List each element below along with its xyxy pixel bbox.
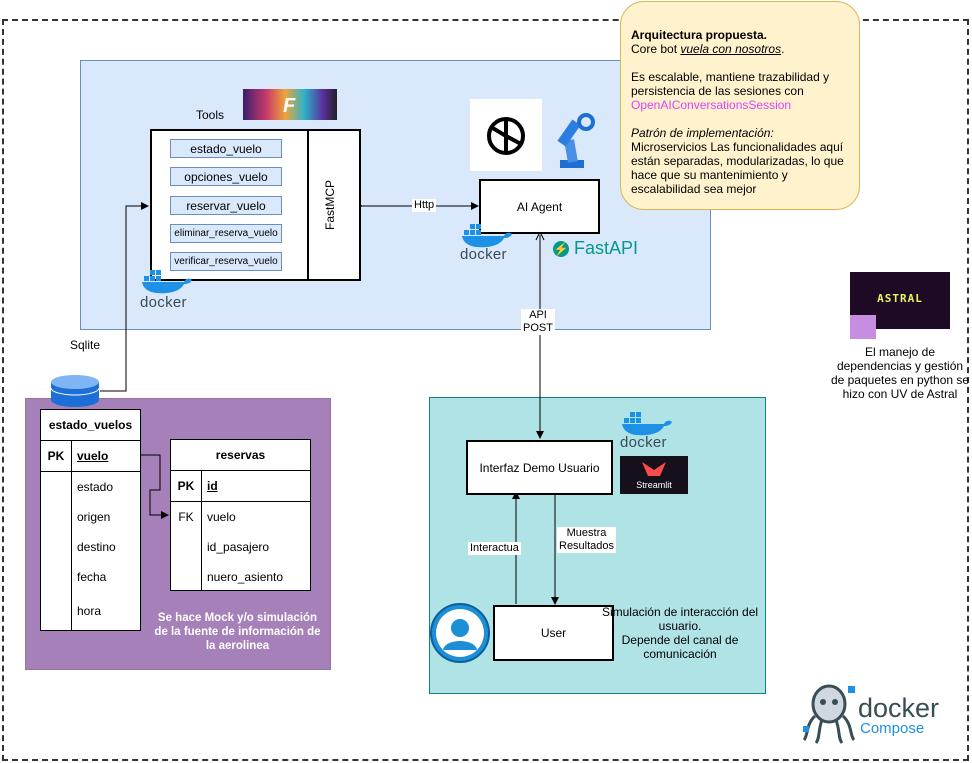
sqlite-edge [100, 202, 149, 392]
sqlite-label: Sqlite [70, 338, 101, 352]
docker-compose-word: docker [858, 693, 940, 723]
http-label: Http [412, 199, 437, 212]
table-row: id_pasajero [171, 532, 310, 562]
tool-opciones-vuelo[interactable]: opciones_vuelo [170, 167, 282, 186]
database-icon [49, 374, 101, 408]
column-divider [201, 470, 202, 590]
note-line1-em: vuela con nosotros [680, 42, 782, 56]
docker-icon-frontend: docker [620, 410, 680, 454]
fastapi-icon: ⚡ [553, 241, 569, 258]
simulation-note: Simulación de interacción del usuario. D… [601, 605, 759, 661]
openai-logo [470, 99, 542, 171]
docker-compose-octopus-icon [800, 680, 858, 746]
tool-reservar-vuelo[interactable]: reservar_vuelo [170, 196, 282, 215]
robot-arm-icon [550, 110, 602, 170]
pk-field: id [207, 479, 218, 493]
docker-word-agent: docker [460, 246, 507, 263]
note-title: Arquitectura propuesta. [631, 28, 768, 42]
note-line1-suffix: . [781, 42, 785, 56]
pk-field: vuelo [77, 449, 109, 463]
estado-vuelos-title: estado_vuelos [41, 410, 140, 441]
reservas-pk-row: PK id [171, 471, 310, 502]
interface-demo-box[interactable]: Interfaz Demo Usuario [466, 440, 613, 495]
estado-vuelos-table: estado_vuelos PK vuelo estado origen des… [40, 409, 141, 631]
note-line1: Core bot [631, 42, 681, 56]
field-id-pasajero: id_pasajero [207, 540, 270, 554]
fk-key: FK [178, 510, 194, 524]
user-avatar [429, 602, 491, 664]
fastapi-label: FastAPI [574, 238, 639, 258]
tools-label: Tools [196, 108, 225, 122]
field-numero-asiento: nuero_asiento [207, 570, 284, 584]
reservas-title: reservas [171, 440, 310, 471]
field-fecha: fecha [77, 570, 107, 584]
tool-estado-vuelo[interactable]: estado_vuelo [170, 139, 282, 158]
tool-verificar-reserva[interactable]: verificar_reserva_vuelo [170, 252, 282, 271]
docker-word-tools: docker [140, 294, 187, 311]
note-session-link: OpenAIConversationsSession [631, 98, 792, 112]
fk-relation-edge [140, 454, 169, 519]
pk-key: PK [47, 449, 65, 463]
table-row: fecha [41, 562, 140, 592]
column-divider [71, 440, 72, 630]
astral-logo-text: ASTRAL [877, 292, 923, 305]
fastmcp-divider [307, 129, 309, 281]
reservas-table: reservas PK id FK vuelo id_pasajero nuer… [170, 439, 311, 591]
field-vuelo: vuelo [207, 510, 236, 524]
docker-word-frontend: docker [620, 434, 667, 451]
docker-icon-tools: docker [140, 268, 200, 312]
interactua-label: Interactua [468, 542, 521, 555]
fastapi-logo: ⚡ FastAPI [553, 238, 653, 262]
ai-agent-box[interactable]: AI Agent [479, 179, 600, 234]
table-row: nuero_asiento [171, 562, 310, 592]
note-para3-em: Patrón de implementación: [631, 126, 774, 140]
fastmcp-label: FastMCP [323, 180, 337, 231]
architecture-note: Arquitectura propuesta. Core bot vuela c… [620, 1, 860, 210]
field-origen: origen [77, 510, 111, 524]
user-box[interactable]: User [493, 605, 614, 661]
mock-note: Se hace Mock y/o simulación de la fuente… [154, 612, 321, 652]
field-hora: hora [77, 604, 102, 618]
table-row: hora [41, 592, 140, 630]
fastmcp-logo: F [243, 89, 337, 120]
field-destino: destino [77, 540, 116, 554]
pk-key: PK [177, 479, 195, 493]
compose-word: Compose [860, 720, 925, 737]
note-para2: Es escalable, mantiene trazabilidad y pe… [631, 70, 830, 98]
table-row: estado [41, 472, 140, 502]
streamlit-label: Streamlit [636, 480, 672, 490]
tool-eliminar-reserva[interactable]: eliminar_reserva_vuelo [170, 224, 282, 243]
table-row: origen [41, 502, 140, 532]
table-row: FK vuelo [171, 502, 310, 532]
field-estado: estado [77, 480, 114, 494]
api-post-label: API POST [521, 309, 555, 335]
muestra-label: Muestra Resultados [557, 527, 617, 553]
table-row: destino [41, 532, 140, 562]
streamlit-logo [620, 456, 688, 494]
note-para3: Microservicios Las funcionalidades aquí … [631, 140, 844, 196]
estado-vuelos-pk-row: PK vuelo [41, 441, 140, 472]
docker-icon-agent: docker [460, 222, 520, 266]
astral-u-mark [850, 315, 876, 339]
svg-text:F: F [283, 95, 296, 117]
astral-caption: El manejo de dependencias y gestión de p… [830, 345, 970, 401]
docker-compose-boundary [2, 19, 969, 761]
